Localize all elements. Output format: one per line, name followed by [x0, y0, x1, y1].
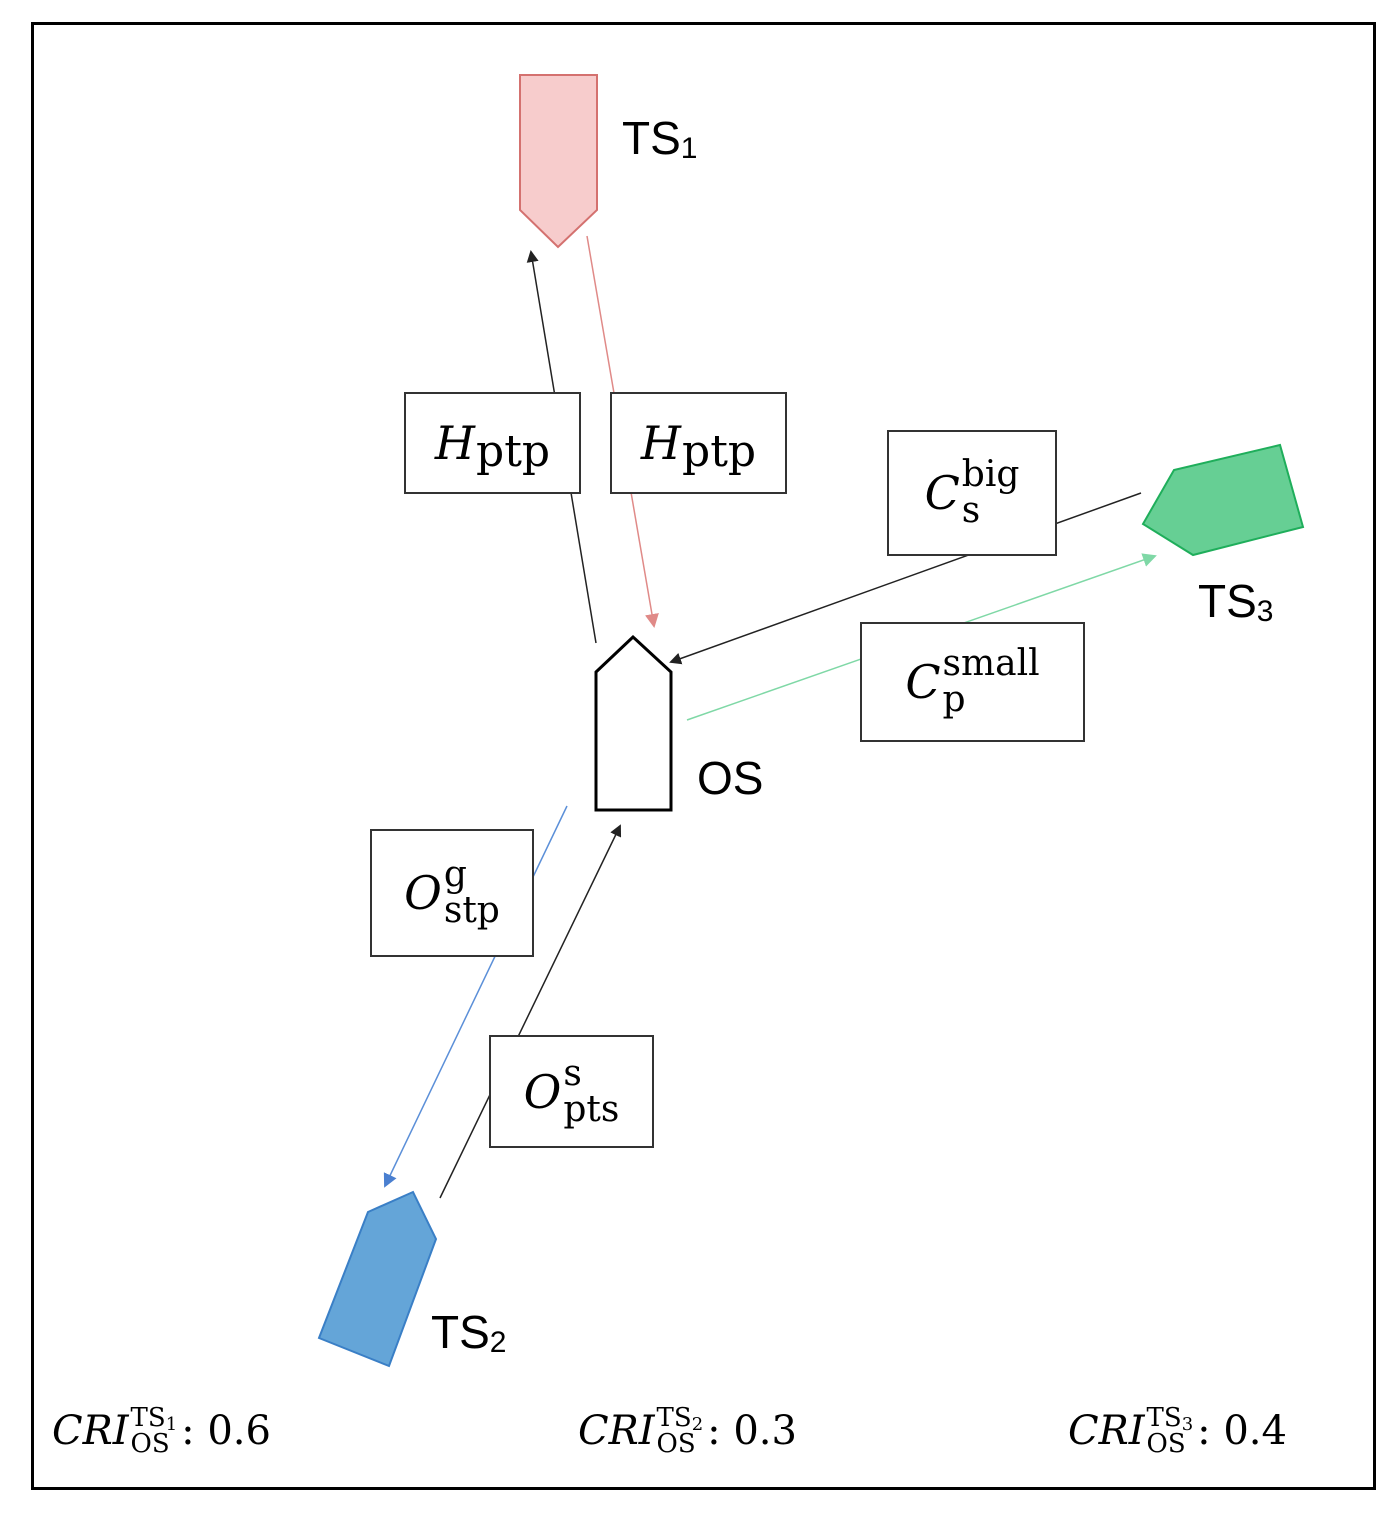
cri-value: : 0.4 [1197, 1408, 1287, 1454]
cri-subscript: OS [1146, 1429, 1186, 1459]
cri-value: : 0.3 [707, 1408, 797, 1454]
ts1-label: TS1 [622, 112, 697, 165]
os-label: OS [697, 752, 763, 804]
cri-superscript: TS2 [656, 1403, 704, 1435]
ptp-subscript: ptp [476, 425, 551, 477]
cri-symbol: CRI [52, 1408, 129, 1454]
o-symbol: O [523, 1064, 562, 1119]
cri-value: : 0.6 [181, 1408, 271, 1454]
cri-ts2: CRI TS2 OS : 0.3 [578, 1405, 797, 1457]
c-symbol: C [905, 655, 941, 709]
c-symbol: C [924, 466, 960, 520]
cri-ts1: CRI TS1 OS : 0.6 [52, 1405, 271, 1457]
small-superscript: small [942, 643, 1040, 684]
o-symbol: O [404, 866, 442, 920]
cri-superscript: TS1 [130, 1403, 178, 1435]
label-c-s-big: C big s [887, 430, 1057, 556]
ts2-label: TS2 [431, 1306, 506, 1359]
cri-subscript: OS [130, 1429, 170, 1459]
ts2-ship [317, 1190, 438, 1368]
arrow-ts3-to-os [669, 492, 1142, 665]
ts3-label: TS3 [1198, 575, 1273, 628]
arrow-ts2-to-os [439, 824, 622, 1199]
cri-subscript: OS [656, 1429, 696, 1459]
cri-superscript: TS3 [1146, 1403, 1194, 1435]
label-c-p-small: C small p [860, 622, 1085, 742]
h-symbol: H [640, 416, 682, 470]
p-subscript: p [942, 679, 966, 720]
big-superscript: big [961, 454, 1020, 495]
os-ship [594, 634, 673, 812]
ptp-subscript: ptp [682, 425, 757, 477]
s-subscript: s [961, 490, 981, 531]
label-o-stp-g: O g stp [370, 829, 534, 957]
diagram-frame [31, 22, 1376, 1490]
cri-symbol: CRI [578, 1408, 655, 1454]
pts-subscript: pts [563, 1088, 620, 1130]
g-superscript: g [443, 854, 467, 895]
arrow-os-to-ts2 [383, 805, 568, 1188]
cri-ts3: CRI TS3 OS : 0.4 [1068, 1405, 1287, 1457]
s-superscript: s [563, 1052, 582, 1094]
label-o-pts-s: O s pts [489, 1035, 654, 1148]
stp-subscript: stp [443, 890, 500, 931]
ts3-ship [1141, 443, 1305, 557]
h-symbol: H [434, 416, 476, 470]
ts1-ship [519, 74, 598, 249]
cri-symbol: CRI [1068, 1408, 1145, 1454]
